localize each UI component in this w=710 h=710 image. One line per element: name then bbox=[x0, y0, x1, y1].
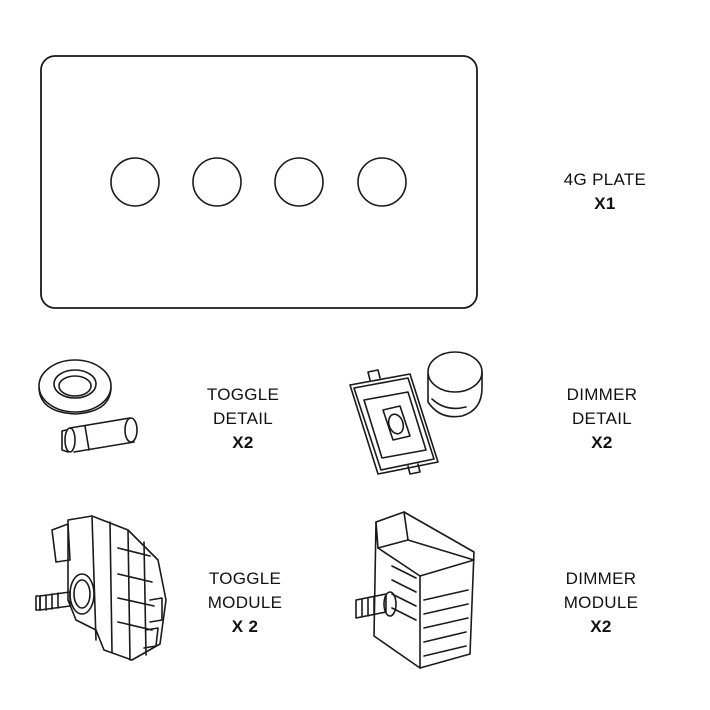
toggle-detail-label: TOGGLE DETAIL X2 bbox=[183, 383, 303, 455]
dimmer-detail-name-line-1: DIMMER bbox=[566, 385, 638, 404]
dimmer-detail-label: DIMMER DETAIL X2 bbox=[542, 383, 662, 455]
plate-label: 4G PLATE X1 bbox=[545, 168, 665, 216]
four-gang-plate-drawing bbox=[40, 55, 478, 309]
toggle-module-drawing bbox=[35, 515, 167, 661]
toggle-module-label: TOGGLE MODULE X 2 bbox=[185, 567, 305, 639]
dimmer-module-name-line-1: DIMMER bbox=[565, 569, 637, 588]
toggle-detail-quantity: X2 bbox=[232, 433, 254, 452]
toggle-detail-name-line-2: DETAIL bbox=[212, 409, 274, 428]
dimmer-detail-quantity: X2 bbox=[591, 433, 613, 452]
dimmer-detail-name-line-2: DETAIL bbox=[571, 409, 633, 428]
plate-hole bbox=[357, 157, 407, 207]
toggle-module-name-line-1: TOGGLE bbox=[208, 569, 282, 588]
toggle-detail-drawing bbox=[38, 359, 138, 453]
toggle-module-name-line-2: MODULE bbox=[207, 593, 283, 612]
toggle-detail-name-line-1: TOGGLE bbox=[206, 385, 280, 404]
toggle-module-quantity: X 2 bbox=[231, 617, 259, 636]
plate-hole bbox=[192, 157, 242, 207]
plate-quantity: X1 bbox=[594, 194, 616, 213]
plate-hole bbox=[274, 157, 324, 207]
dimmer-detail-drawing bbox=[349, 351, 483, 475]
dimmer-module-name-line-2: MODULE bbox=[563, 593, 639, 612]
plate-name: 4G PLATE bbox=[563, 170, 647, 189]
plate-hole bbox=[110, 157, 160, 207]
dimmer-module-label: DIMMER MODULE X2 bbox=[541, 567, 661, 639]
dimmer-module-quantity: X2 bbox=[590, 617, 612, 636]
dimmer-module-drawing bbox=[355, 511, 475, 669]
